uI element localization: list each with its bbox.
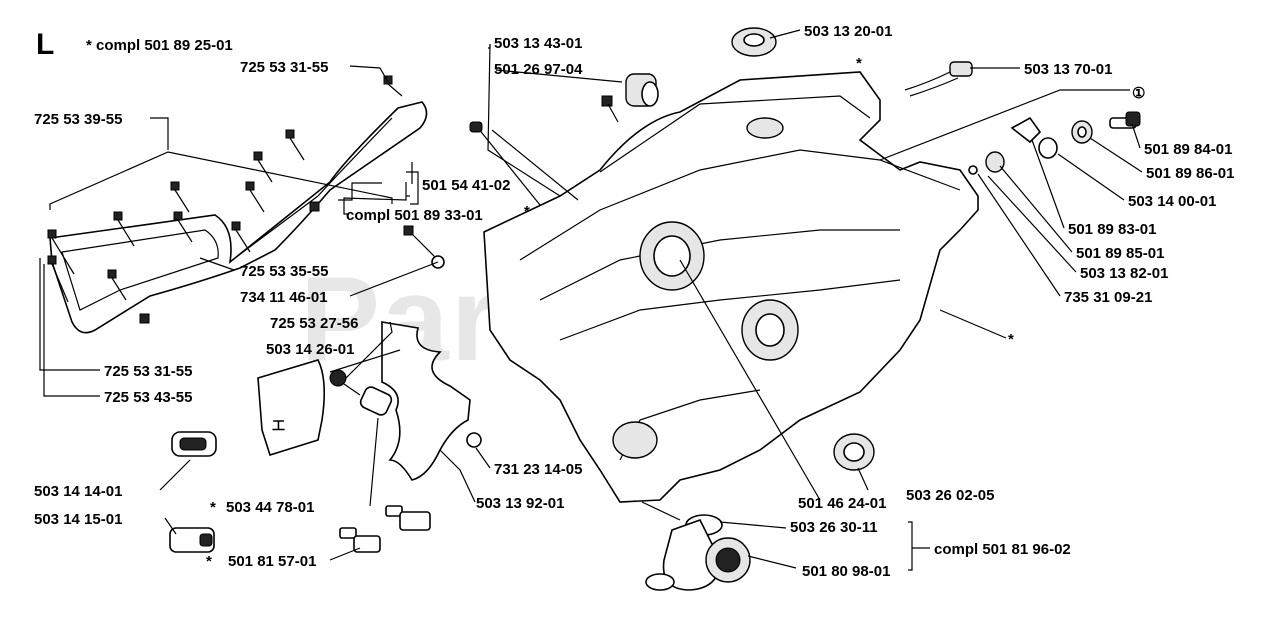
label-501-26-97-04: 501 26 97-04 — [494, 61, 583, 78]
label-501-89-86-01: 501 89 86-01 — [1146, 165, 1234, 182]
label-compl-501-81-96-02: compl 501 81 96-02 — [934, 541, 1071, 558]
label-503-14-14-01: 503 14 14-01 — [34, 483, 122, 500]
label-501-89-83-01: 501 89 83-01 — [1068, 221, 1156, 238]
label-503-26-30-11: 503 26 30-11 — [790, 519, 878, 536]
label-501-89-85-01: 501 89 85-01 — [1076, 245, 1164, 262]
label-503-13-82-01: 503 13 82-01 — [1080, 265, 1168, 282]
label-725-53-27-56: 725 53 27-56 — [270, 315, 358, 332]
label-731-23-14-05: 731 23 14-05 — [494, 461, 582, 478]
label-725-53-39-55: 725 53 39-55 — [34, 111, 122, 128]
label-725-53-31-55-top: 725 53 31-55 — [240, 59, 328, 76]
screw-set — [47, 75, 403, 324]
label-501-81-57-01: 501 81 57-01 — [228, 553, 316, 570]
fuel-pickup — [904, 61, 973, 97]
star-5: * — [1008, 331, 1014, 348]
fuel-cap-assembly — [645, 514, 751, 591]
label-735-31-09-21: 735 31 09-21 — [1064, 289, 1152, 306]
rear-small-parts — [968, 111, 1141, 175]
label-725-53-35-55: 725 53 35-55 — [240, 263, 328, 280]
label-725-53-31-55-bottom: 725 53 31-55 — [104, 363, 192, 380]
label-501-89-84-01: 501 89 84-01 — [1144, 141, 1232, 158]
header-note: * compl 501 89 25-01 — [86, 37, 233, 54]
leader-lines — [39, 29, 1143, 571]
label-503-13-92-01: 503 13 92-01 — [476, 495, 564, 512]
crankcase — [483, 71, 979, 503]
bolt-lower — [339, 505, 431, 553]
av-mount-upper — [171, 431, 217, 457]
label-503-26-02-05: 503 26 02-05 — [906, 487, 994, 504]
nut — [466, 432, 482, 448]
air-filter-knob — [731, 27, 777, 57]
bumper-spike — [381, 321, 471, 481]
label-503-14-00-01: 503 14 00-01 — [1128, 193, 1216, 210]
label-501-54-41-02: 501 54 41-02 — [422, 177, 510, 194]
star-3: * — [206, 553, 212, 570]
bellows — [625, 73, 659, 107]
section-letter: L — [36, 28, 54, 61]
label-503-14-15-01: 503 14 15-01 — [34, 511, 122, 528]
chain-catcher: 工 — [257, 359, 326, 457]
cover-plate-gasket — [49, 101, 428, 334]
label-725-53-43-55: 725 53 43-55 — [104, 389, 192, 406]
label-734-11-46-01: 734 11 46-01 — [240, 289, 328, 306]
label-503-14-26-01: 503 14 26-01 — [266, 341, 354, 358]
label-compl-501-89-33-01: compl 501 89 33-01 — [346, 207, 483, 224]
av-mount-lower — [169, 527, 215, 553]
label-503-13-70-01: 503 13 70-01 — [1024, 61, 1112, 78]
svg-text:工: 工 — [272, 418, 285, 433]
label-503-13-43-01: 503 13 43-01 — [494, 35, 582, 52]
label-503-44-78-01: 503 44 78-01 — [226, 499, 314, 516]
label-503-13-20-01: 503 13 20-01 — [804, 23, 892, 40]
star-1: * — [524, 203, 530, 220]
star-2: * — [210, 499, 216, 516]
star-4: * — [856, 55, 862, 72]
circled-marker: ① — [1132, 85, 1145, 102]
crank-seal — [833, 433, 875, 471]
label-501-46-24-01: 501 46 24-01 — [798, 495, 886, 512]
spacer — [329, 369, 393, 416]
label-501-80-98-01: 501 80 98-01 — [802, 563, 890, 580]
